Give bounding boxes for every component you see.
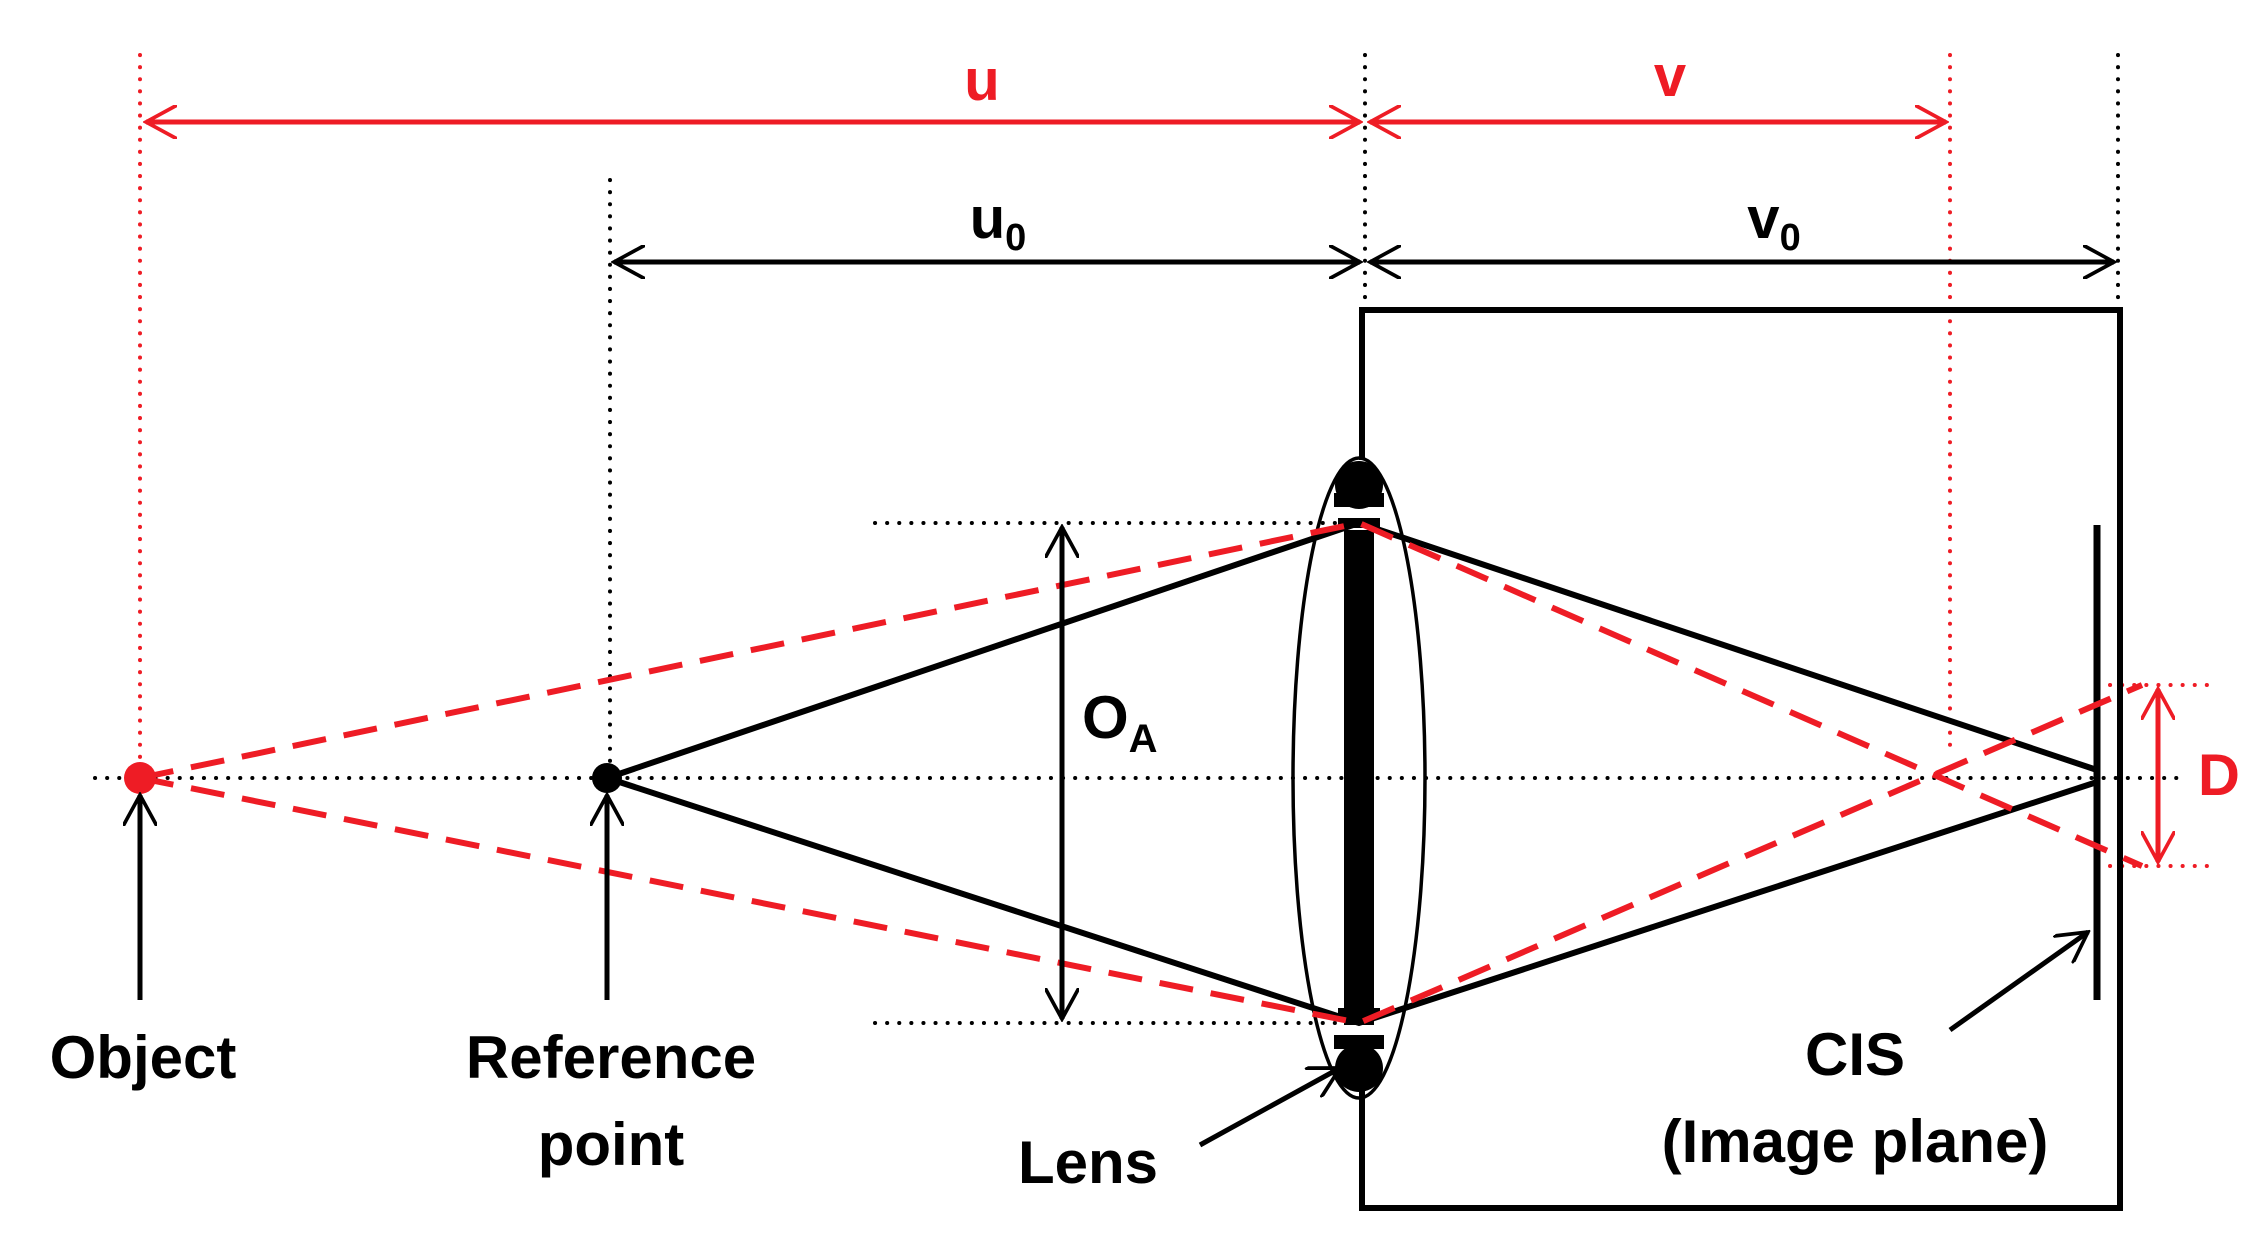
object-label: Object bbox=[50, 1024, 237, 1091]
reference-ray-upper bbox=[606, 519, 2098, 781]
blur-diameter-label: D bbox=[2198, 743, 2240, 808]
u-label: u bbox=[964, 48, 999, 113]
reference-ray-lower bbox=[606, 775, 2098, 1027]
v-label: v bbox=[1654, 44, 1686, 109]
lens-outline bbox=[1291, 456, 1427, 1100]
reference-point bbox=[592, 763, 622, 793]
v0-label-main: v bbox=[1747, 186, 1779, 251]
lens-top-mount bbox=[1334, 493, 1384, 507]
reference-label-line2: point bbox=[538, 1111, 685, 1178]
v0-label-sub: 0 bbox=[1780, 217, 1801, 259]
lens-label: Lens bbox=[1018, 1129, 1158, 1196]
cis-label-line1: CIS bbox=[1805, 1021, 1905, 1088]
camera-housing bbox=[1359, 307, 2123, 1211]
aperture-label-main: O bbox=[1082, 684, 1129, 751]
cis-label-line2: (Image plane) bbox=[1662, 1108, 2049, 1175]
lens-pointer-arrow bbox=[1198, 1065, 1340, 1148]
lens-bottom-stop bbox=[1338, 1008, 1380, 1018]
lens-bottom-mount bbox=[1334, 1035, 1384, 1049]
lens-bottom-cap bbox=[1335, 1044, 1383, 1092]
cis-pointer-arrow bbox=[1948, 932, 2088, 1033]
reference-label-line1: Reference bbox=[466, 1024, 756, 1091]
u0-label-sub: 0 bbox=[1005, 217, 1026, 259]
aperture-label: OA bbox=[1082, 684, 1158, 761]
lens-body bbox=[1344, 530, 1374, 1025]
object-point bbox=[124, 762, 156, 794]
guide-lines bbox=[93, 53, 2214, 1025]
aperture-label-sub: A bbox=[1129, 717, 1158, 761]
u0-label: u0 bbox=[970, 186, 1027, 259]
v0-label: v0 bbox=[1747, 186, 1800, 259]
lens bbox=[1291, 456, 1427, 1100]
u0-label-main: u bbox=[970, 186, 1005, 251]
